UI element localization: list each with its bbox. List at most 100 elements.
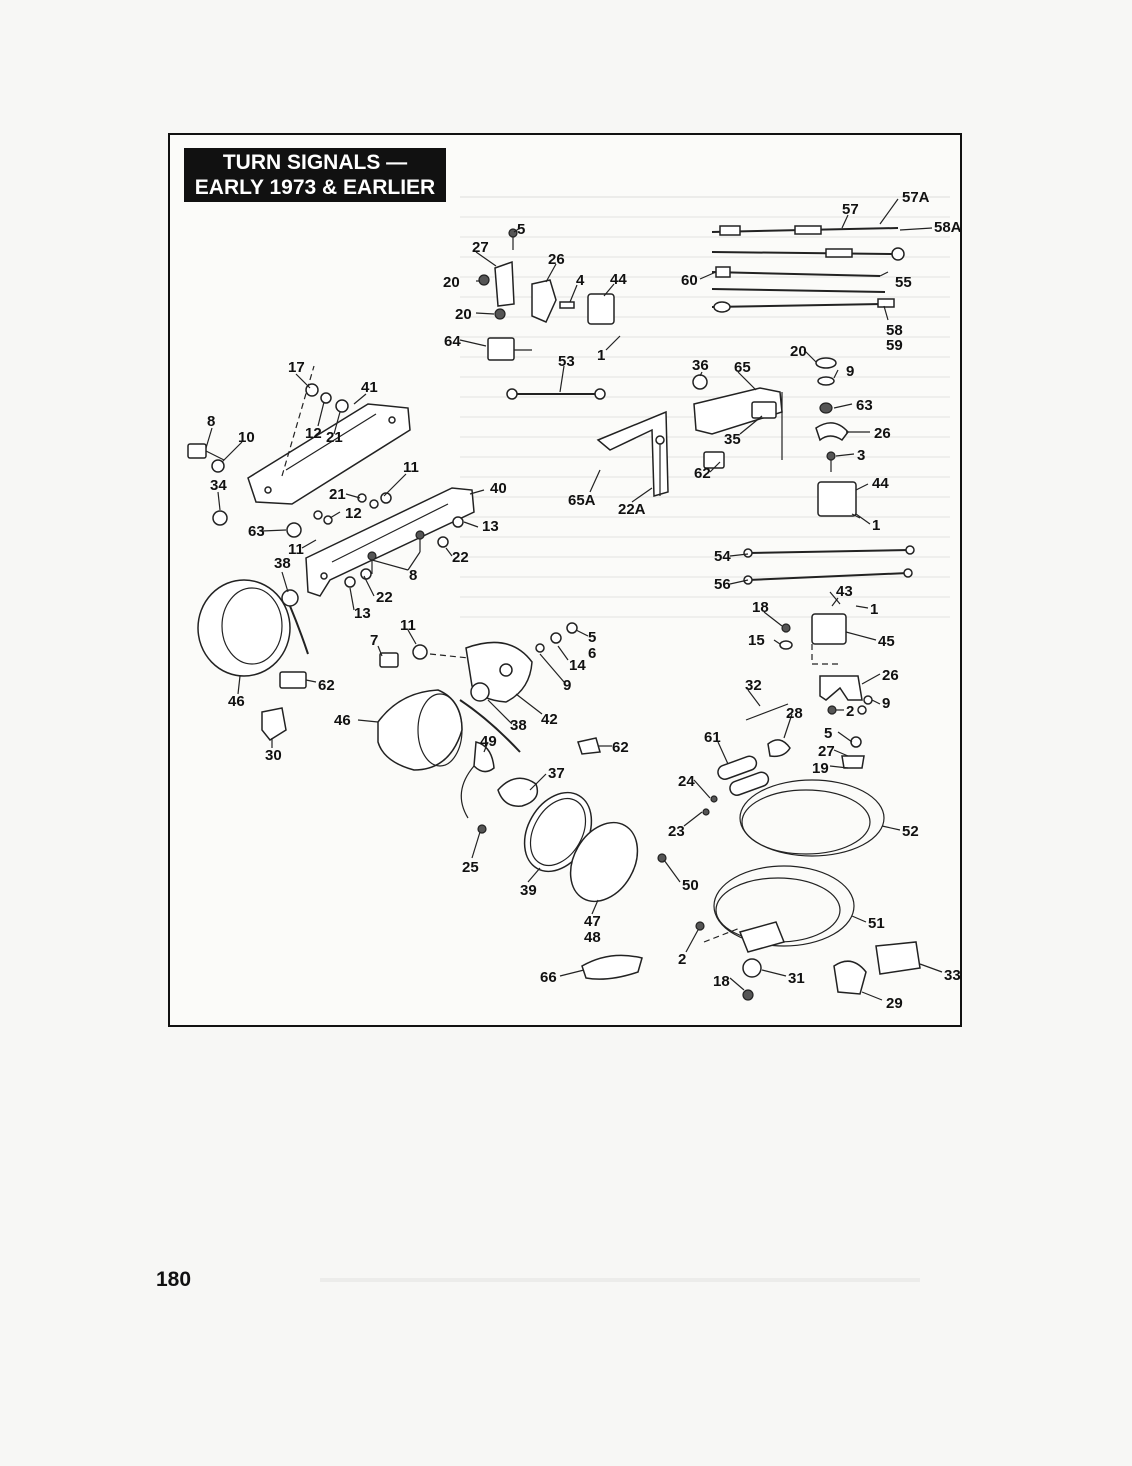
callout-30: 30 <box>265 747 282 764</box>
callout-26-right: 26 <box>874 425 891 442</box>
hardware-left <box>187 383 464 588</box>
callout-62-center: 62 <box>612 739 629 756</box>
callout-50: 50 <box>682 877 699 894</box>
switch-and-short-wire <box>487 337 606 400</box>
callout-65A: 65A <box>568 492 596 509</box>
callout-1-right: 1 <box>872 517 880 534</box>
callout-14: 14 <box>569 657 586 674</box>
callout-24: 24 <box>678 773 695 790</box>
callout-18-b: 18 <box>713 973 730 990</box>
callout-62-left: 62 <box>318 677 335 694</box>
callout-58: 58 <box>886 322 903 339</box>
callout-43: 43 <box>836 583 853 600</box>
callout-5-mid: 5 <box>588 629 596 646</box>
callout-27-top: 27 <box>472 239 489 256</box>
callout-13-b: 13 <box>354 605 371 622</box>
callout-10: 10 <box>238 429 255 446</box>
callout-44-top: 44 <box>610 271 627 288</box>
bleed-through-rows <box>320 196 950 1282</box>
callout-29: 29 <box>886 995 903 1012</box>
callout-26-lower: 26 <box>882 667 899 684</box>
callout-39: 39 <box>520 882 537 899</box>
callout-44-right: 44 <box>872 475 889 492</box>
callout-11-b: 11 <box>288 541 304 558</box>
callout-8-left: 8 <box>207 413 215 430</box>
callout-60: 60 <box>681 272 698 289</box>
callout-45: 45 <box>878 633 895 650</box>
callout-25: 25 <box>462 859 479 876</box>
callout-18-a: 18 <box>752 599 769 616</box>
callout-33: 33 <box>944 967 961 984</box>
callout-21-mid: 21 <box>329 486 346 503</box>
callout-23: 23 <box>668 823 685 840</box>
callout-19: 19 <box>812 760 829 777</box>
callout-42: 42 <box>541 711 558 728</box>
callout-26-top: 26 <box>548 251 565 268</box>
callout-1-top: 1 <box>597 347 605 364</box>
callout-4: 4 <box>576 272 585 289</box>
callout-37: 37 <box>548 765 565 782</box>
callout-41: 41 <box>361 379 378 396</box>
callout-6: 6 <box>588 645 596 662</box>
callout-22-b: 22 <box>376 589 393 606</box>
callout-2-right: 2 <box>846 703 854 720</box>
page-number: 180 <box>156 1268 192 1291</box>
callout-20-c: 20 <box>790 343 807 360</box>
callout-1-flasher: 1 <box>870 601 878 618</box>
callout-28: 28 <box>786 705 803 722</box>
wire-assemblies-top <box>711 225 905 313</box>
callout-17: 17 <box>288 359 305 376</box>
lens-rings <box>523 791 639 903</box>
callout-49: 49 <box>480 733 497 750</box>
callout-21-top: 21 <box>326 429 343 446</box>
bracket-65-group <box>692 357 849 472</box>
handlebar-switch-cables <box>657 703 921 1001</box>
callout-11-a: 11 <box>403 459 419 476</box>
callout-12-mid: 12 <box>345 505 362 522</box>
callout-9-right: 9 <box>882 695 890 712</box>
page-title: TURN SIGNALS — EARLY 1973 & EARLIER <box>184 148 446 202</box>
callout-22-a: 22 <box>452 549 469 566</box>
callout-48: 48 <box>584 929 601 946</box>
turn-signal-lamp-center <box>377 622 601 834</box>
callout-5-right: 5 <box>824 725 832 742</box>
callout-63-left: 63 <box>248 523 265 540</box>
callout-11-c: 11 <box>400 617 416 634</box>
callout-35: 35 <box>724 431 741 448</box>
turn-signal-lamp-left <box>197 579 309 741</box>
callout-20-a: 20 <box>443 274 460 291</box>
callout-20-b: 20 <box>455 306 472 323</box>
callout-36: 36 <box>692 357 709 374</box>
callout-31: 31 <box>788 970 805 987</box>
callout-7: 7 <box>370 632 378 649</box>
callout-38-left: 38 <box>274 555 291 572</box>
leader-lines <box>205 198 943 1001</box>
flasher-right <box>779 481 873 715</box>
callout-54: 54 <box>714 548 731 565</box>
callout-3: 3 <box>857 447 865 464</box>
callout-40: 40 <box>490 480 507 497</box>
diagram-frame <box>168 133 962 1027</box>
wires-54-56 <box>743 545 915 585</box>
callout-47: 47 <box>584 913 601 930</box>
callout-53: 53 <box>558 353 575 370</box>
callout-8-mid: 8 <box>409 567 417 584</box>
callout-22A: 22A <box>618 501 646 518</box>
callout-5-top: 5 <box>517 221 525 238</box>
callout-12-top: 12 <box>305 425 322 442</box>
bracket-40 <box>305 487 475 597</box>
callout-63-right: 63 <box>856 397 873 414</box>
callout-52: 52 <box>902 823 919 840</box>
flasher-mounting-top <box>478 228 615 325</box>
callout-46-center: 46 <box>334 712 351 729</box>
lamp-base-66 <box>581 954 643 980</box>
callout-46-left: 46 <box>228 693 245 710</box>
callout-56: 56 <box>714 576 731 593</box>
callout-65: 65 <box>734 359 751 376</box>
callout-9-mid: 9 <box>563 677 571 694</box>
callout-58A: 58A <box>934 219 962 236</box>
title-line-2: EARLY 1973 & EARLIER <box>194 176 436 199</box>
callout-61: 61 <box>704 729 721 746</box>
callout-62-right: 62 <box>694 465 711 482</box>
